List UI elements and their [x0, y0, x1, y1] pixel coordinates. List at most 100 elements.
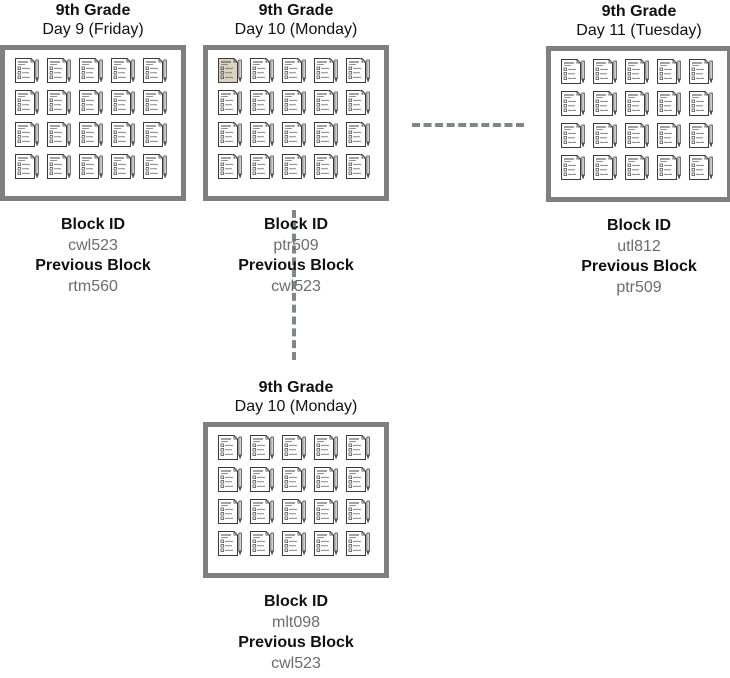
worksheet-icon — [282, 90, 306, 115]
worksheet-icon — [79, 154, 103, 179]
previous-block-label: Previous Block — [35, 257, 151, 274]
worksheet-icon — [314, 58, 338, 83]
block-day9: 9th Grade Day 9 (Friday) Block ID cwl523… — [0, 1, 186, 297]
worksheet-icon — [282, 122, 306, 147]
worksheet-icon — [250, 435, 274, 460]
worksheet-icon — [79, 90, 103, 115]
block-id-value: utl812 — [617, 238, 661, 255]
block-grade: 9th Grade — [258, 379, 334, 396]
worksheet-icon — [250, 531, 274, 556]
worksheet-icon — [250, 499, 274, 524]
worksheet-icon — [561, 59, 585, 84]
worksheet-icon — [282, 58, 306, 83]
worksheet-icon — [47, 154, 71, 179]
worksheet-icon — [250, 58, 274, 83]
worksheet-icon — [314, 90, 338, 115]
block-day: Day 9 (Friday) — [42, 21, 144, 38]
block-meta: Block ID cwl523 Previous Block rtm560 — [0, 215, 186, 297]
worksheet-icon — [593, 155, 617, 180]
worksheet-icon — [625, 59, 649, 84]
worksheet-icon — [625, 91, 649, 116]
worksheet-icon — [346, 154, 370, 179]
worksheet-icon — [561, 155, 585, 180]
worksheet-icon — [593, 123, 617, 148]
worksheet-icon — [143, 90, 167, 115]
block-grade: 9th Grade — [258, 2, 334, 19]
connector-dashed-vertical — [292, 210, 296, 360]
worksheet-icon — [15, 58, 39, 83]
block-grade: 9th Grade — [601, 3, 677, 20]
worksheet-icon — [657, 91, 681, 116]
worksheet-icon — [111, 90, 135, 115]
worksheet-icon — [143, 154, 167, 179]
worksheet-icon — [47, 58, 71, 83]
block-id-value: ptr509 — [273, 237, 319, 254]
worksheet-icon — [314, 531, 338, 556]
worksheet-icon — [314, 467, 338, 492]
worksheet-icon — [657, 123, 681, 148]
block-meta: Block ID mlt098 Previous Block cwl523 — [203, 592, 389, 674]
block-day: Day 10 (Monday) — [234, 398, 358, 415]
connector-dashed-horizontal — [412, 123, 524, 127]
worksheet-icon — [250, 154, 274, 179]
block-id-label: Block ID — [263, 593, 328, 610]
worksheet-grid — [14, 57, 168, 180]
worksheet-icon — [218, 154, 242, 179]
block-id-label: Block ID — [60, 216, 125, 233]
worksheet-icon — [657, 155, 681, 180]
worksheet-icon — [689, 123, 713, 148]
worksheet-frame — [203, 422, 389, 578]
worksheet-icon — [689, 155, 713, 180]
previous-block-value: cwl523 — [271, 278, 321, 295]
worksheet-icon — [143, 58, 167, 83]
worksheet-icon — [218, 435, 242, 460]
worksheet-icon — [314, 499, 338, 524]
block-id-label: Block ID — [263, 216, 328, 233]
worksheet-icon — [218, 122, 242, 147]
worksheet-icon — [346, 122, 370, 147]
worksheet-icon — [15, 122, 39, 147]
worksheet-icon — [625, 155, 649, 180]
worksheet-icon — [346, 499, 370, 524]
worksheet-grid — [560, 58, 714, 181]
worksheet-icon — [15, 154, 39, 179]
worksheet-icon — [314, 435, 338, 460]
worksheet-icon — [282, 435, 306, 460]
worksheet-icon — [218, 467, 242, 492]
worksheet-icon — [218, 58, 242, 83]
worksheet-icon — [218, 90, 242, 115]
block-meta: Block ID ptr509 Previous Block cwl523 — [203, 215, 389, 297]
worksheet-icon — [218, 531, 242, 556]
worksheet-icon — [282, 499, 306, 524]
worksheet-icon — [143, 122, 167, 147]
worksheet-icon — [47, 90, 71, 115]
block-day: Day 11 (Tuesday) — [576, 22, 702, 39]
worksheet-icon — [79, 58, 103, 83]
worksheet-frame — [203, 45, 389, 201]
worksheet-icon — [346, 58, 370, 83]
worksheet-icon — [561, 123, 585, 148]
block-day: Day 10 (Monday) — [234, 21, 358, 38]
worksheet-icon — [689, 91, 713, 116]
worksheet-icon — [314, 122, 338, 147]
worksheet-icon — [593, 59, 617, 84]
worksheet-icon — [346, 531, 370, 556]
worksheet-icon — [79, 122, 103, 147]
worksheet-icon — [250, 122, 274, 147]
block-meta: Block ID utl812 Previous Block ptr509 — [546, 216, 730, 298]
worksheet-icon — [314, 154, 338, 179]
worksheet-icon — [657, 59, 681, 84]
worksheet-icon — [593, 91, 617, 116]
block-grade: 9th Grade — [55, 2, 131, 19]
worksheet-icon — [218, 499, 242, 524]
worksheet-icon — [346, 90, 370, 115]
block-day11: 9th Grade Day 11 (Tuesday) Block ID utl8… — [546, 2, 730, 298]
worksheet-icon — [282, 154, 306, 179]
previous-block-label: Previous Block — [238, 257, 354, 274]
worksheet-icon — [250, 90, 274, 115]
previous-block-value: ptr509 — [616, 279, 662, 296]
worksheet-icon — [111, 154, 135, 179]
worksheet-icon — [561, 91, 585, 116]
worksheet-icon — [282, 531, 306, 556]
worksheet-icon — [111, 58, 135, 83]
